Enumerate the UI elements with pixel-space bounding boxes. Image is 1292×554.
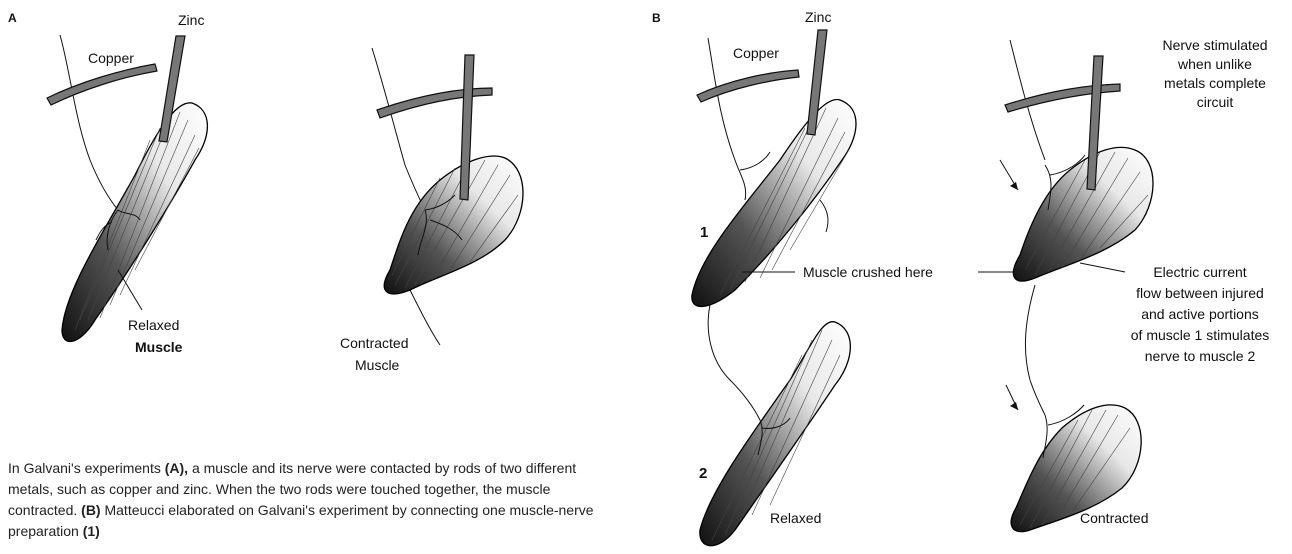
caption-one-ref: (1)	[83, 523, 100, 539]
current-line-5: nerve to muscle 2	[1145, 348, 1256, 364]
nerve-stimulated-2: when unlike	[1177, 56, 1252, 72]
contracted-label-a-2: Muscle	[355, 357, 400, 373]
copper-label-a: Copper	[88, 50, 134, 66]
current-leader	[1080, 263, 1125, 272]
relaxed-label-a-1: Relaxed	[128, 317, 179, 333]
panel-b-tag: B	[652, 11, 661, 25]
copper-label-b: Copper	[733, 45, 779, 61]
contracted-label-b: Contracted	[1080, 510, 1148, 526]
crushed-label: Muscle crushed here	[803, 264, 933, 280]
muscle-2-number: 2	[699, 465, 707, 482]
current-line-4: of muscle 1 stimulates	[1131, 327, 1270, 343]
nerve-stimulated-3: metals complete	[1164, 75, 1266, 91]
relaxed-label-a-2: Muscle	[135, 339, 183, 355]
caption-b-ref: (B)	[81, 502, 100, 518]
muscle-1-right	[1010, 40, 1153, 281]
zinc-label-b: Zinc	[805, 9, 831, 25]
zinc-label-a: Zinc	[178, 12, 204, 28]
nerve-stimulated-1: Nerve stimulated	[1162, 37, 1267, 53]
caption-a-ref: (A),	[165, 460, 188, 476]
copper-rod-a2	[377, 88, 492, 118]
nerve-stimulated-4: circuit	[1197, 94, 1234, 110]
current-line-2: flow between injured	[1136, 285, 1264, 301]
arrow-2-head	[1010, 402, 1018, 410]
relaxed-label-b: Relaxed	[770, 510, 821, 526]
contracted-label-a-1: Contracted	[340, 335, 408, 351]
current-line-3: and active portions	[1141, 306, 1259, 322]
figure-caption: In Galvani's experiments (A), a muscle a…	[8, 458, 608, 542]
relaxed-leader-a	[118, 270, 142, 310]
caption-part-1: In Galvani's experiments	[8, 460, 165, 476]
muscle-2-right	[1011, 285, 1141, 532]
copper-rod-b	[697, 70, 799, 102]
current-line-1: Electric current	[1153, 264, 1246, 280]
copper-rod-a	[47, 64, 157, 105]
muscle-1-number: 1	[700, 224, 708, 241]
panel-a-tag: A	[8, 11, 17, 25]
